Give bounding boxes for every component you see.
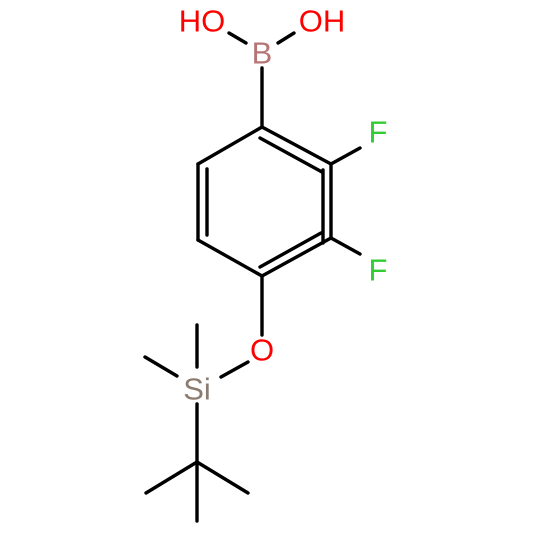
bond-tert-butyl-right: [195, 460, 250, 495]
ring-bond-c3-c4-double: [258, 231, 323, 269]
atom-hydroxyl-right-label: OH: [299, 4, 346, 39]
bond-ring-fluorine-upper: [329, 146, 362, 166]
ring-bond-c1-c2: [260, 125, 333, 166]
bond-ring-fluorine-lower: [329, 236, 362, 256]
atom-hydroxyl-left-label: HO: [179, 4, 226, 39]
bond-ether-oxygen-silicon: [219, 360, 250, 379]
bond-silicon-methyl-left: [143, 355, 179, 378]
ring-bond-c3-c4: [260, 236, 333, 278]
bond-tert-butyl-left: [144, 460, 199, 495]
atom-boron-label: B: [252, 36, 273, 71]
ring-bond-c6-c1: [196, 125, 264, 166]
atom-ether-oxygen-label: O: [250, 333, 274, 368]
atom-fluorine-upper-label: F: [369, 115, 388, 150]
atom-silicon-label: Si: [183, 372, 211, 407]
ring-bond-c4-c5: [196, 238, 264, 278]
atom-fluorine-lower-label: F: [369, 253, 388, 288]
bond-boron-hydroxyl-right: [276, 31, 296, 45]
ring-bond-c1-c2-double: [258, 136, 324, 174]
bond-layer: [143, 31, 362, 523]
atom-label-layer: HO OH B F F O Si: [179, 4, 388, 407]
bond-boron-hydroxyl-left: [227, 31, 248, 45]
